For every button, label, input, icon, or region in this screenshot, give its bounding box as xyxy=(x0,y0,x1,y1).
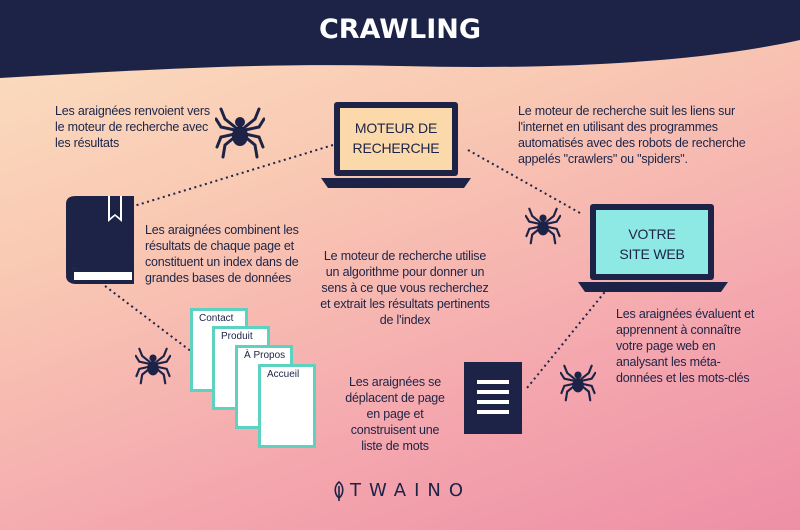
page-title: CRAWLING xyxy=(318,14,482,45)
caption-engine-algorithm: Le moteur de recherche utilise un algori… xyxy=(320,249,490,327)
leaf-logo-icon xyxy=(334,481,344,501)
caption-spiders-combine: Les araignées combinent les résultats de… xyxy=(145,223,299,285)
website-label-line1: VOTRE xyxy=(628,226,676,242)
book-icon xyxy=(66,196,134,284)
caption-engine-follows: Le moteur de recherche suit les liens su… xyxy=(518,104,746,166)
brand-name: TWAINO xyxy=(350,480,472,501)
page-label: Contact xyxy=(199,313,234,324)
spider-icon xyxy=(215,107,265,159)
spider-icon xyxy=(525,207,561,245)
laptop-icon xyxy=(321,102,471,188)
caption-spiders-return: Les araignées renvoient vers le moteur d… xyxy=(55,104,210,150)
page-label: Accueil xyxy=(267,369,300,380)
header-banner xyxy=(0,0,800,78)
website-label-line2: SITE WEB xyxy=(619,246,685,262)
search-engine-label: MOTEUR DE RECHERCHE xyxy=(340,118,452,158)
search-engine-label-line2: RECHERCHE xyxy=(352,140,440,156)
page-label: À Propos xyxy=(244,350,286,361)
document-icon xyxy=(464,362,522,434)
search-engine-label-line1: MOTEUR DE xyxy=(354,120,438,136)
page-label: Produit xyxy=(221,331,253,342)
website-label: VOTRE SITE WEB xyxy=(596,224,708,264)
search-engine-laptop: MOTEUR DE RECHERCHE xyxy=(321,100,471,192)
page-stack: Contact Produit À Propos Accueil xyxy=(190,302,330,452)
caption-spiders-move: Les araignées se déplacent de page en pa… xyxy=(345,375,445,453)
laptop-icon xyxy=(578,204,728,292)
page-card-accueil: Accueil xyxy=(258,364,316,448)
caption-spiders-evaluate: Les araignées évaluent et apprennent à c… xyxy=(616,307,755,385)
website-laptop: VOTRE SITE WEB xyxy=(578,202,728,294)
spider-icon xyxy=(135,347,171,385)
spider-icon xyxy=(560,364,596,402)
